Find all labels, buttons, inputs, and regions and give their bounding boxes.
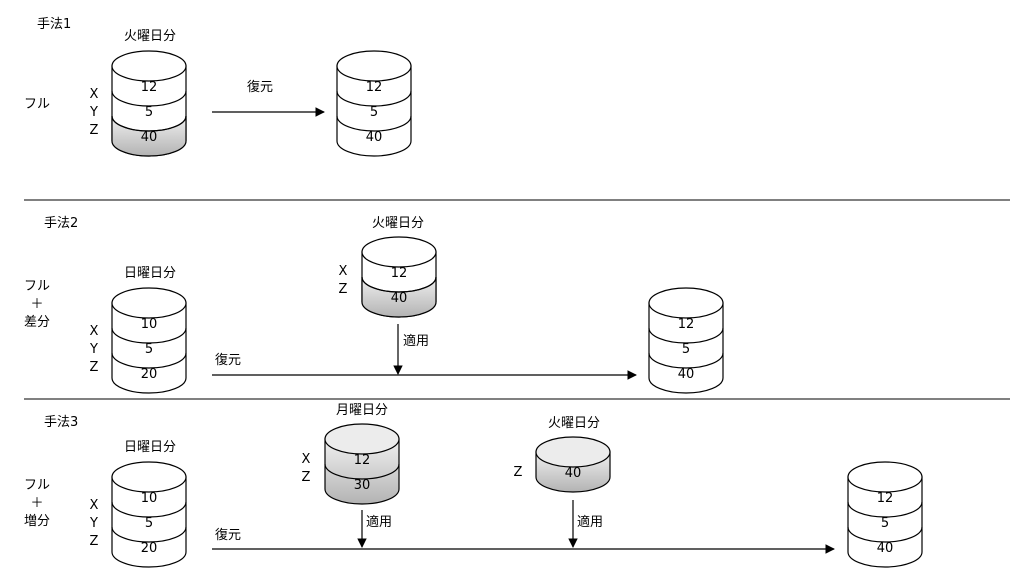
cell-value: 12 [678, 317, 695, 332]
diff-label-tuesday: 火曜日分 [371, 216, 424, 231]
cylinder-inc-monday: 12 30 [324, 423, 400, 505]
cylinder-inc-tuesday: 40 [535, 436, 611, 493]
row-label-y: Y [90, 516, 98, 531]
row-label-x: X [89, 87, 99, 102]
cell-value: 10 [141, 491, 158, 506]
row-label-y: Y [90, 342, 98, 357]
cell-value: 12 [877, 491, 894, 506]
row-label-z: Z [89, 360, 99, 375]
cell-value: 5 [145, 342, 153, 357]
row-label-z: Z [513, 465, 523, 480]
full-row-labels: X Y Z [84, 497, 104, 551]
cell-value: 20 [141, 367, 158, 382]
inc1-row-labels: X Z [296, 451, 316, 487]
cylinder-full-sunday: 10 5 20 [111, 461, 187, 568]
cell-value: 40 [141, 130, 158, 145]
row-label-z: Z [89, 534, 99, 549]
cell-value: 5 [145, 516, 153, 531]
method-2-kind: フル ＋ 差分 [22, 278, 52, 332]
restore-label: 復元 [247, 80, 274, 95]
inc-label-monday: 月曜日分 [335, 403, 388, 418]
row-label-z: Z [301, 470, 311, 485]
cylinder-backup-tuesday: 12 5 40 [111, 50, 187, 157]
cell-value: 40 [391, 291, 408, 306]
cell-value: 40 [565, 466, 582, 481]
cell-value: 12 [141, 80, 158, 95]
kind-full: フル [23, 478, 50, 493]
cell-value: 12 [354, 453, 371, 468]
full-label-sunday: 日曜日分 [123, 266, 176, 281]
cylinder-restored: 12 5 40 [648, 287, 724, 394]
method-2-title: 手法2 [44, 216, 79, 231]
restore-label: 復元 [215, 353, 242, 368]
kind-incremental: 増分 [23, 514, 50, 529]
row-label-z: Z [338, 282, 348, 297]
restore-label: 復元 [215, 528, 242, 543]
row-labels: X Y Z [84, 86, 104, 140]
cylinder-restored: 12 5 40 [336, 50, 412, 157]
backup-label-tuesday: 火曜日分 [123, 29, 176, 44]
kind-plus: ＋ [30, 297, 44, 312]
inc-label-tuesday: 火曜日分 [547, 416, 600, 431]
cell-value: 20 [141, 541, 158, 556]
cylinder-restored: 12 5 40 [847, 461, 923, 568]
cylinder-full-sunday: 10 5 20 [111, 287, 187, 394]
kind-differential: 差分 [23, 315, 50, 330]
row-label-y: Y [90, 105, 98, 120]
cell-value: 12 [366, 80, 383, 95]
kind-full: フル [23, 279, 50, 294]
cylinder-diff-tuesday: 12 40 [361, 236, 437, 318]
method-1-title: 手法1 [37, 17, 72, 32]
method-3-kind: フル ＋ 増分 [22, 477, 52, 531]
diff-row-labels: X Z [333, 263, 353, 299]
cell-value: 10 [141, 317, 158, 332]
full-label-sunday: 日曜日分 [123, 440, 176, 455]
cell-value: 40 [366, 130, 383, 145]
cell-value: 40 [877, 541, 894, 556]
cell-value: 5 [682, 342, 690, 357]
cell-value: 5 [145, 105, 153, 120]
row-label-x: X [89, 498, 99, 513]
cell-value: 5 [370, 105, 378, 120]
apply-label: 適用 [577, 515, 604, 530]
full-row-labels: X Y Z [84, 323, 104, 377]
inc2-row-labels: Z [508, 464, 528, 482]
kind-plus: ＋ [30, 496, 44, 511]
row-label-x: X [89, 324, 99, 339]
row-label-z: Z [89, 123, 99, 138]
cell-value: 12 [391, 266, 408, 281]
row-label-x: X [338, 264, 348, 279]
method-1-kind: フル [24, 97, 51, 112]
cell-value: 5 [881, 516, 889, 531]
apply-label: 適用 [403, 334, 430, 349]
apply-label: 適用 [366, 515, 393, 530]
method-3-title: 手法3 [44, 415, 79, 430]
cell-value: 40 [678, 367, 695, 382]
cell-value: 30 [354, 478, 371, 493]
row-label-x: X [301, 452, 311, 467]
